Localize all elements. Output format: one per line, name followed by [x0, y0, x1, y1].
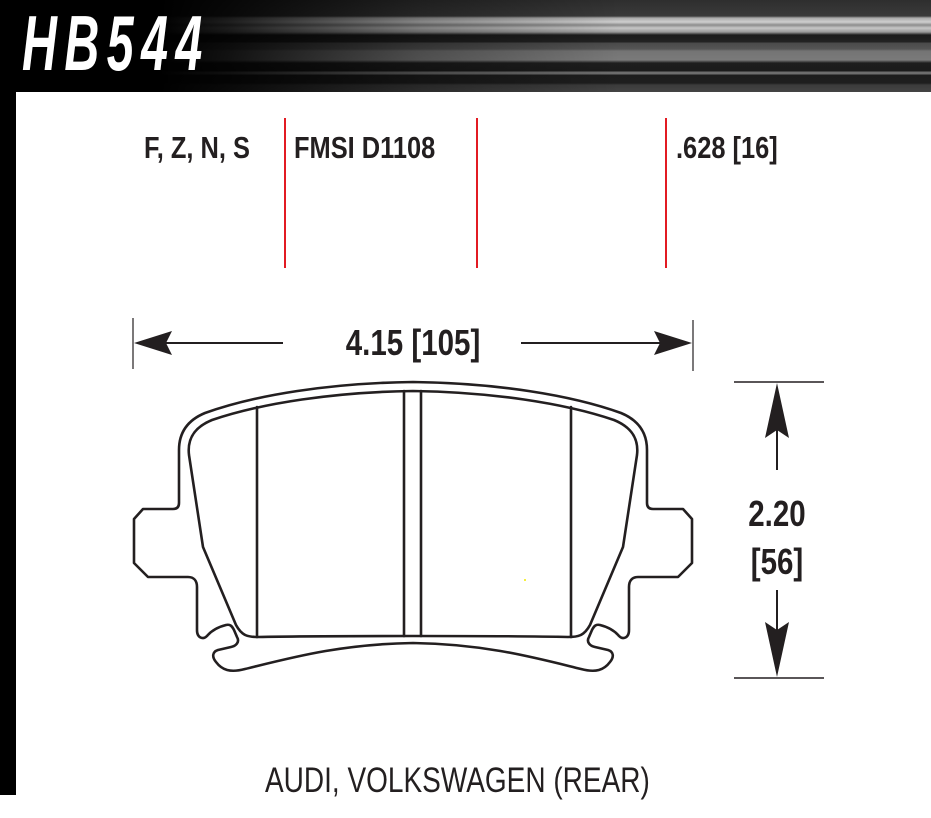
width-dimension [132, 318, 694, 371]
brake-pad-outline [132, 380, 694, 673]
height-dimension [734, 381, 824, 679]
part-number: HB544 [22, 0, 210, 87]
divider-line [665, 118, 667, 268]
arrow-right-icon [654, 331, 692, 355]
left-border-strip [0, 92, 16, 795]
divider-line [284, 118, 286, 268]
stray-dot [524, 579, 526, 581]
height-dimension-mm: [56] [750, 541, 804, 582]
header-banner: HB544 [0, 0, 931, 92]
arrow-up-icon [765, 383, 789, 438]
compound-codes: F, Z, N, S [144, 130, 250, 165]
height-dimension-inches: 2.20 [748, 493, 806, 534]
arrow-left-icon [134, 331, 172, 355]
arrow-down-icon [765, 622, 789, 677]
fmsi-number: FMSI D1108 [294, 130, 436, 165]
pad-thickness: .628 [16] [676, 130, 778, 165]
vehicle-application: AUDI, VOLKSWAGEN (REAR) [265, 761, 650, 800]
divider-line [476, 118, 478, 268]
width-dimension-label: 4.15 [105] [345, 322, 481, 363]
